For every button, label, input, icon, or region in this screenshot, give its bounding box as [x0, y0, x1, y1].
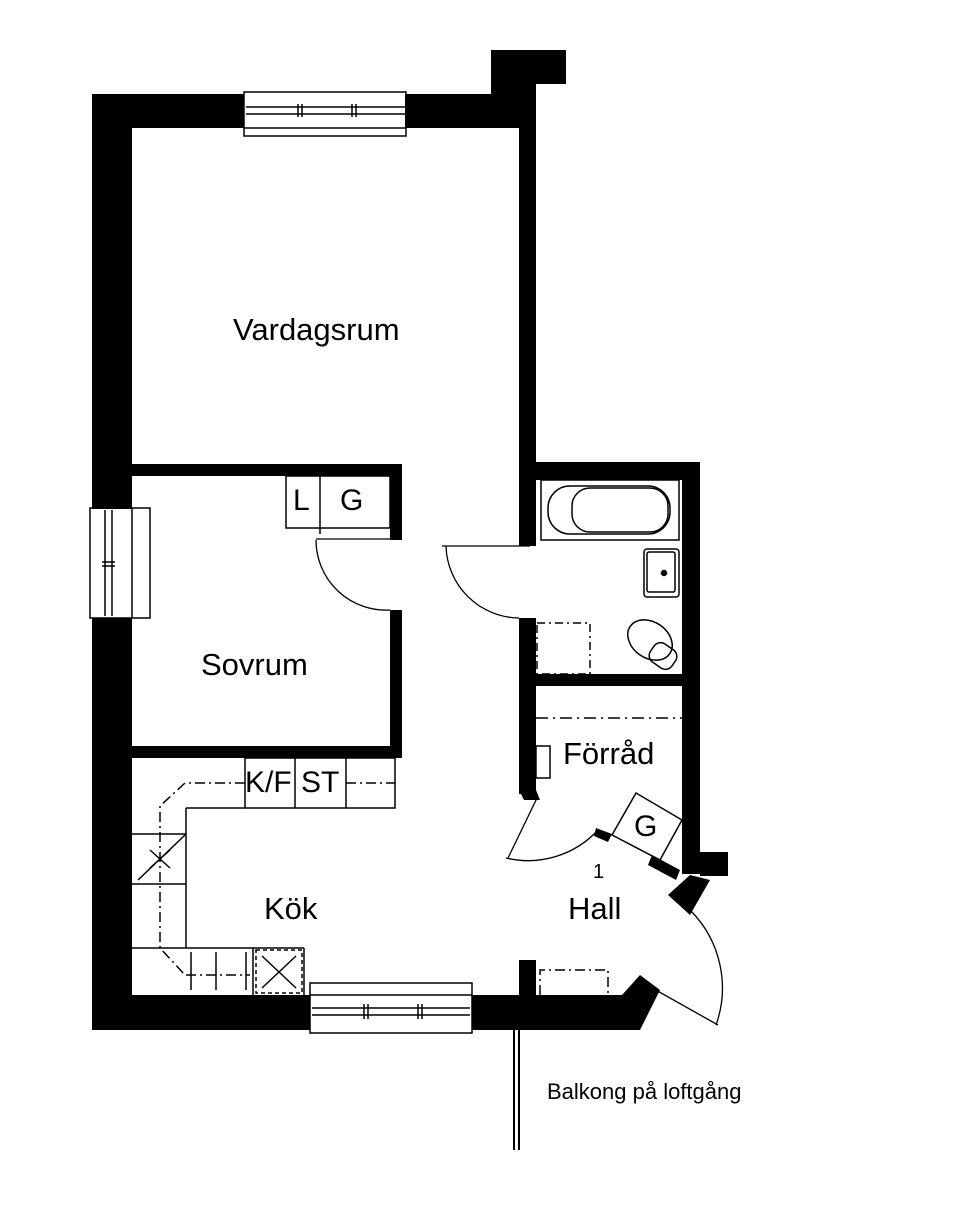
room-label-vardagsrum: Vardagsrum	[233, 312, 400, 347]
fixtures	[132, 475, 684, 1150]
balcony-label: Balkong på loftgång	[547, 1079, 742, 1104]
fixture-label-g-hall: G	[634, 810, 658, 843]
hall-number: 1	[593, 861, 605, 883]
fixture-label-l: L	[293, 484, 310, 517]
walls	[92, 50, 728, 1030]
doors	[315, 538, 724, 1026]
fixture-label-st: ST	[301, 766, 340, 799]
room-label-hall: Hall	[568, 891, 622, 926]
windows	[89, 91, 473, 1034]
room-label-forrad: Förråd	[563, 736, 655, 771]
room-label-sovrum: Sovrum	[201, 647, 308, 682]
fixture-label-kf: K/F	[245, 766, 292, 799]
fixture-label-g-sovrum: G	[340, 484, 364, 517]
room-label-kok: Kök	[264, 891, 318, 926]
